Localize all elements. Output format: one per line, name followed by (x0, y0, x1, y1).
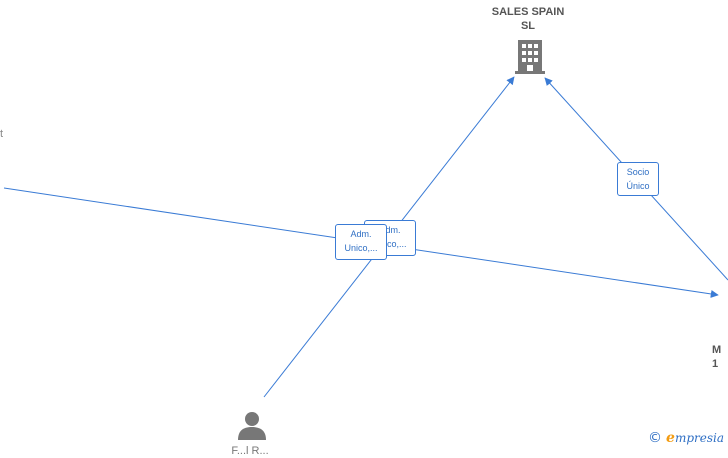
person-icon[interactable] (237, 410, 267, 440)
empresia-logo[interactable]: ©empresia (648, 430, 724, 446)
edge-label-socio-line2: Único (626, 181, 650, 191)
edge-label-adm-back-line1: Adm. (379, 225, 401, 235)
person-node-label[interactable]: F...l R... (231, 445, 269, 457)
edge-label-socio[interactable]: Socio Único (617, 162, 659, 196)
copyright-symbol: © (648, 430, 663, 446)
company-node-label[interactable]: SALES SPAIN SL (478, 5, 578, 33)
edge-label-adm-front-line2: Unico,... (344, 243, 378, 253)
building-icon[interactable] (515, 40, 545, 74)
company-name-line2: SL (520, 20, 536, 32)
right-node-label[interactable]: M 1 (712, 343, 728, 371)
company-name-line1: SALES SPAIN (491, 6, 565, 18)
left-node-label[interactable]: t (0, 128, 4, 140)
edge-label-adm-front[interactable]: Adm. Unico,... (335, 224, 387, 260)
right-node-line1: M (712, 344, 722, 356)
edge-label-adm-back-line2: Unico,... (373, 239, 407, 249)
brand-initial: e (666, 430, 675, 446)
right-node-line2: 1 (712, 358, 719, 370)
brand-name: mpresia (674, 431, 724, 445)
edge-label-socio-line1: Socio (626, 167, 650, 177)
edge-label-adm-front-line1: Adm. (350, 229, 372, 239)
